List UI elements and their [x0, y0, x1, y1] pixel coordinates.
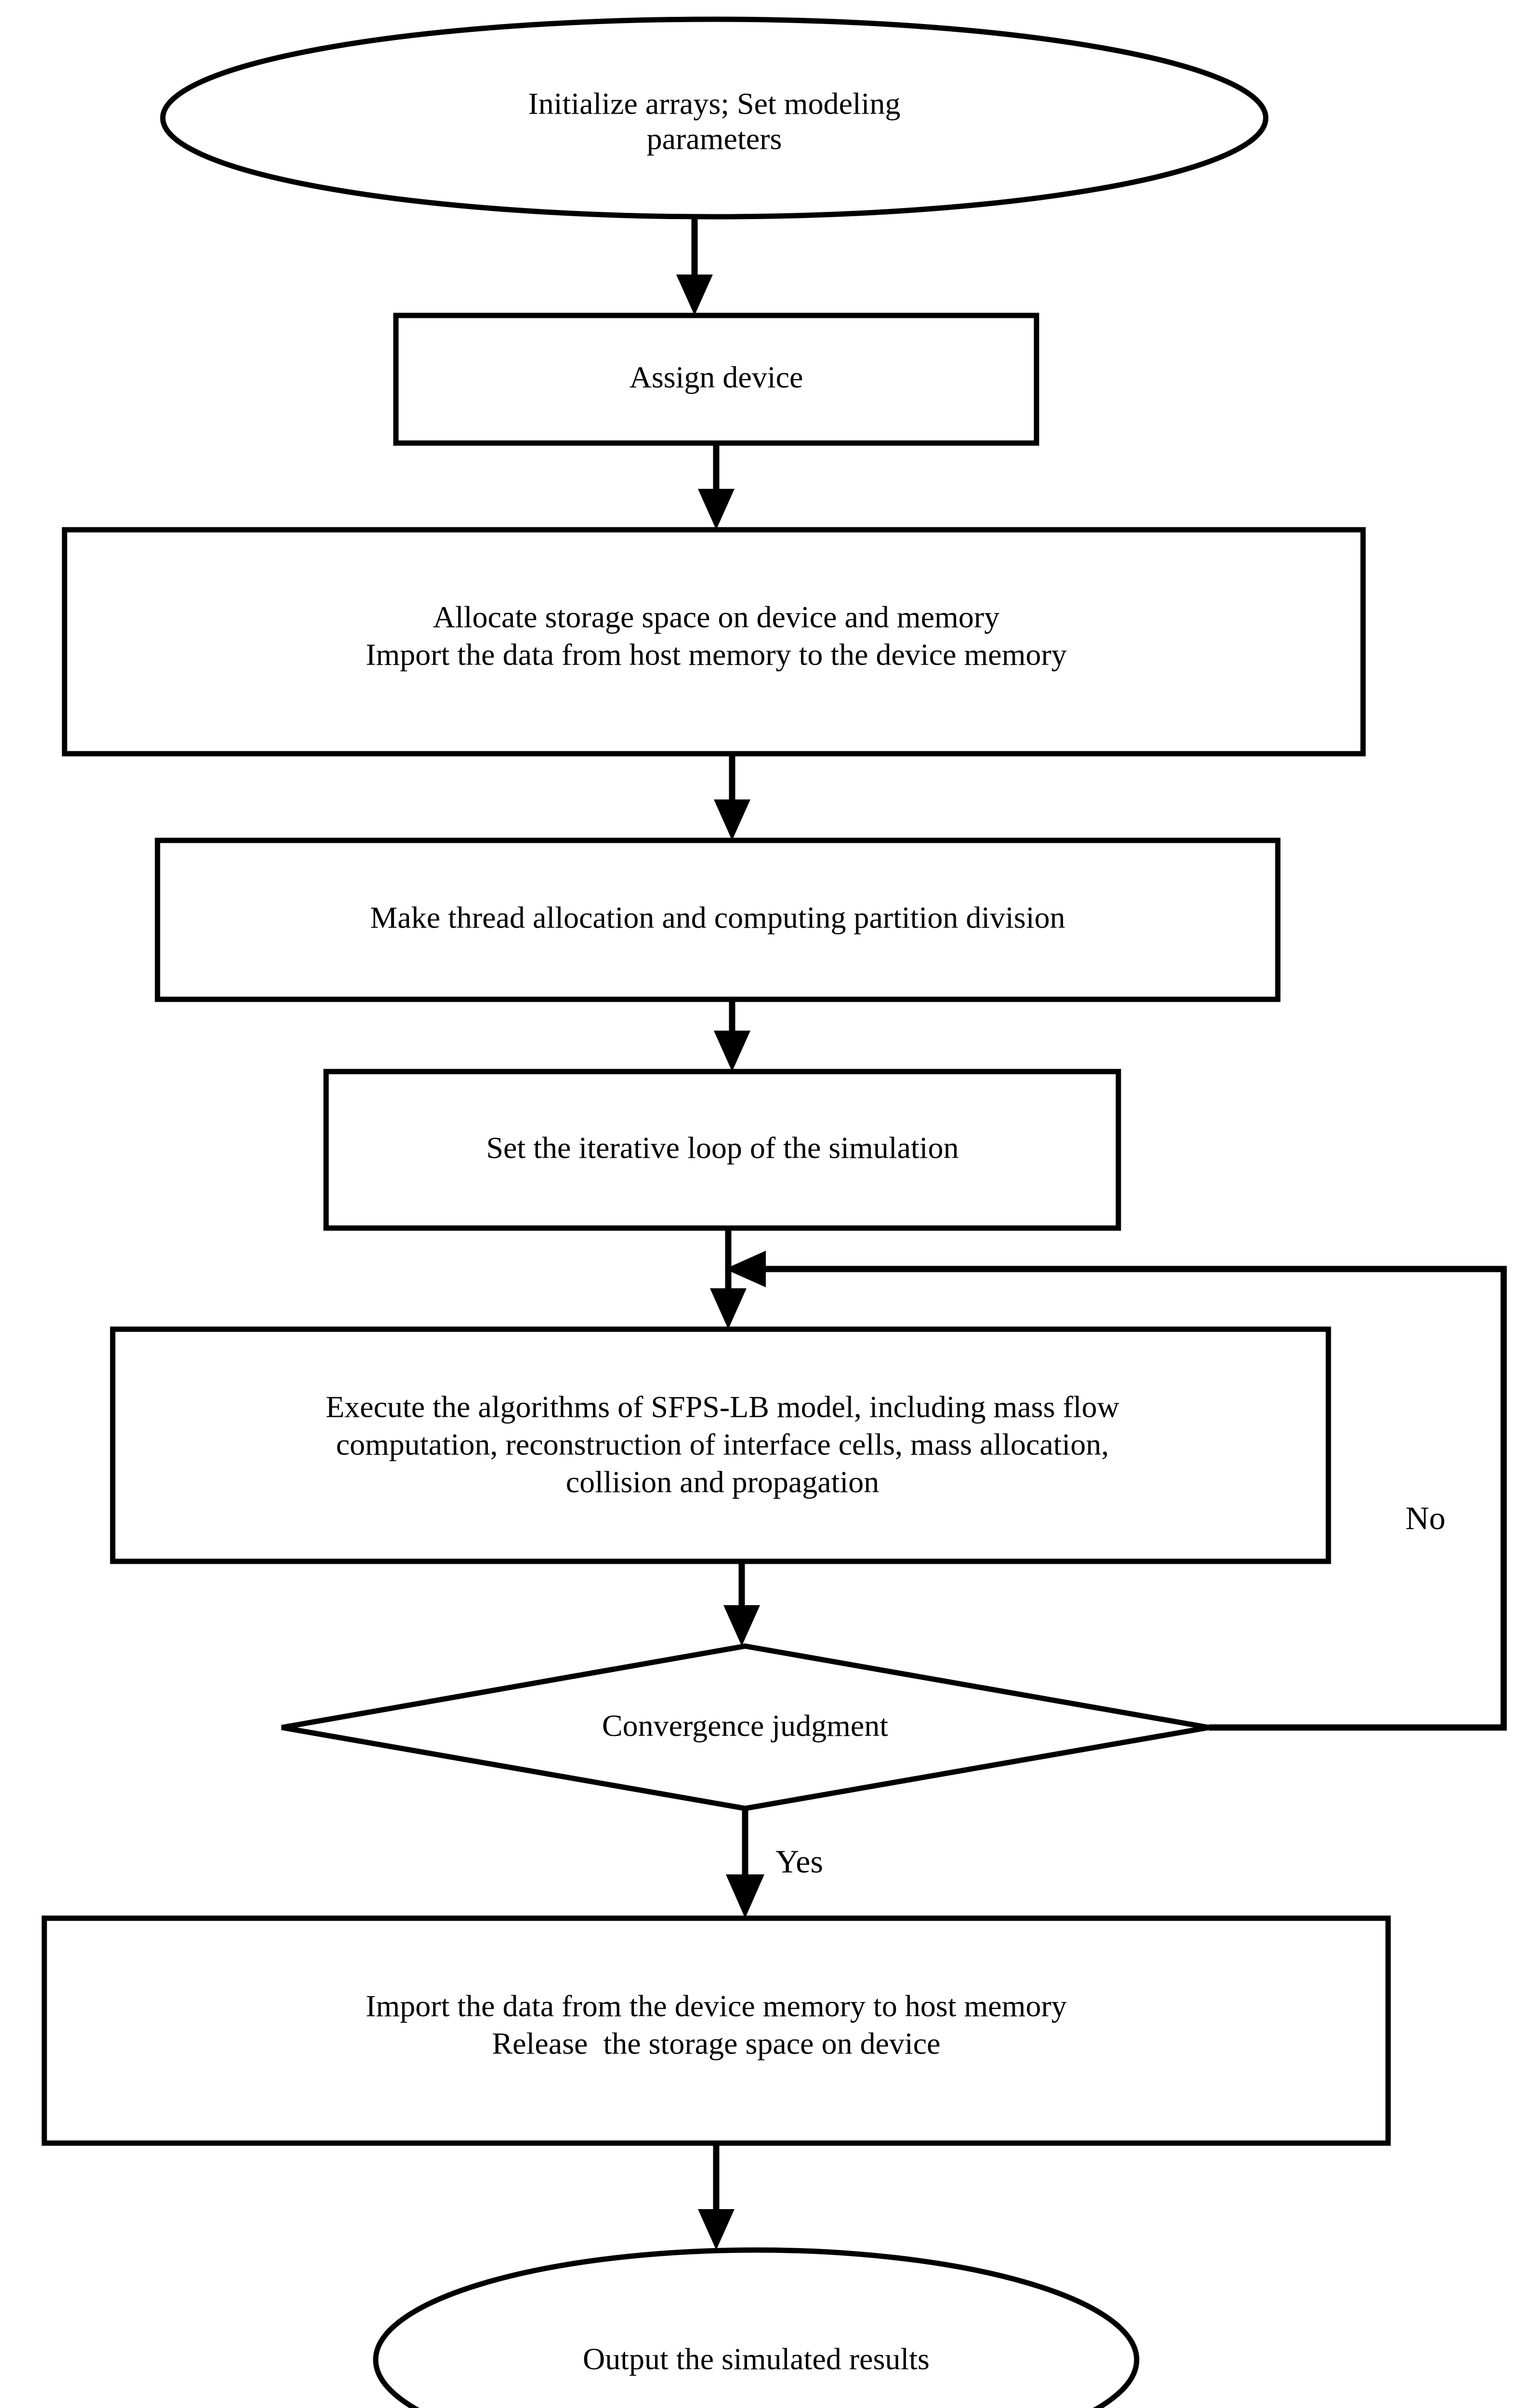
arrow-head-down-icon: [676, 275, 713, 315]
execute-label-line1: Execute the algorithms of SFPS-LB model,…: [326, 1390, 1119, 1424]
finalize-label-line1: Import the data from the device memory t…: [366, 1989, 1067, 2023]
arrow-head-down-icon: [698, 2209, 735, 2250]
arrow-head-left-icon: [725, 1251, 766, 1287]
node-convergence-decision[interactable]: Convergence judgment: [281, 1643, 1209, 1811]
node-thread-allocation[interactable]: Make thread allocation and computing par…: [155, 838, 1281, 1002]
connector-loop-to-execute: [710, 1228, 747, 1329]
finalize-rect-shape: [41, 1915, 1391, 2146]
node-finalize-memory[interactable]: Import the data from the device memory t…: [41, 1915, 1391, 2146]
connector-threads-to-loop: [714, 999, 750, 1072]
arrow-head-down-icon: [698, 489, 735, 530]
connector-decision-yes-to-finalize: [726, 1808, 764, 1918]
loop-setup-label: Set the iterative loop of the simulation: [486, 1131, 958, 1165]
decision-label: Convergence judgment: [602, 1709, 888, 1743]
arrow-head-down-icon: [726, 1874, 764, 1918]
start-label-line1: Initialize arrays; Set modeling: [528, 87, 900, 121]
arrow-head-down-icon: [714, 799, 750, 840]
arrow-head-down-icon: [723, 1605, 760, 1646]
assign-device-label: Assign device: [630, 360, 803, 394]
node-assign-device[interactable]: Assign device: [393, 313, 1039, 446]
end-ellipse-shape: [373, 2247, 1140, 2408]
execute-label-line2: computation, reconstruction of interface…: [336, 1427, 1109, 1462]
assign-device-rect-shape: [393, 313, 1039, 446]
start-label-line2: parameters: [647, 122, 782, 156]
finalize-label-line2: Release the storage space on device: [492, 2027, 940, 2061]
allocate-label-line2: Import the data from host memory to the …: [366, 638, 1067, 672]
end-label: Output the simulated results: [583, 2342, 930, 2376]
node-allocate-storage[interactable]: Allocate storage space on device and mem…: [62, 527, 1366, 757]
start-ellipse-shape: [160, 16, 1269, 220]
execute-label-line3: collision and propagation: [566, 1465, 879, 1499]
arrow-head-down-icon: [710, 1288, 747, 1329]
connector-finalize-to-end: [698, 2143, 735, 2250]
feedback-polyline: [751, 1266, 1507, 1731]
allocate-storage-rect-shape: [62, 527, 1366, 757]
thread-allocation-label: Make thread allocation and computing par…: [370, 901, 1065, 935]
thread-allocation-rect-shape: [155, 838, 1281, 1002]
connector-execute-to-decision: [723, 1561, 760, 1646]
connector-feedback-no-loop: [725, 1251, 1507, 1731]
node-end[interactable]: Output the simulated results: [373, 2247, 1140, 2408]
connector-allocate-to-threads: [714, 754, 750, 840]
execute-rect-shape: [110, 1326, 1331, 1564]
loop-setup-rect-shape: [323, 1069, 1121, 1231]
allocate-label-line1: Allocate storage space on device and mem…: [433, 600, 999, 634]
node-execute-sfps-lb[interactable]: Execute the algorithms of SFPS-LB model,…: [110, 1326, 1331, 1564]
node-loop-setup[interactable]: Set the iterative loop of the simulation: [323, 1069, 1121, 1231]
edge-label-yes: Yes: [775, 1843, 823, 1880]
node-start[interactable]: Initialize arrays; Set modeling paramete…: [160, 16, 1269, 220]
connector-assign-to-allocate: [698, 443, 735, 530]
arrow-head-down-icon: [714, 1031, 750, 1072]
connector-start-to-assign: [676, 217, 713, 315]
edge-label-no: No: [1405, 1500, 1445, 1536]
